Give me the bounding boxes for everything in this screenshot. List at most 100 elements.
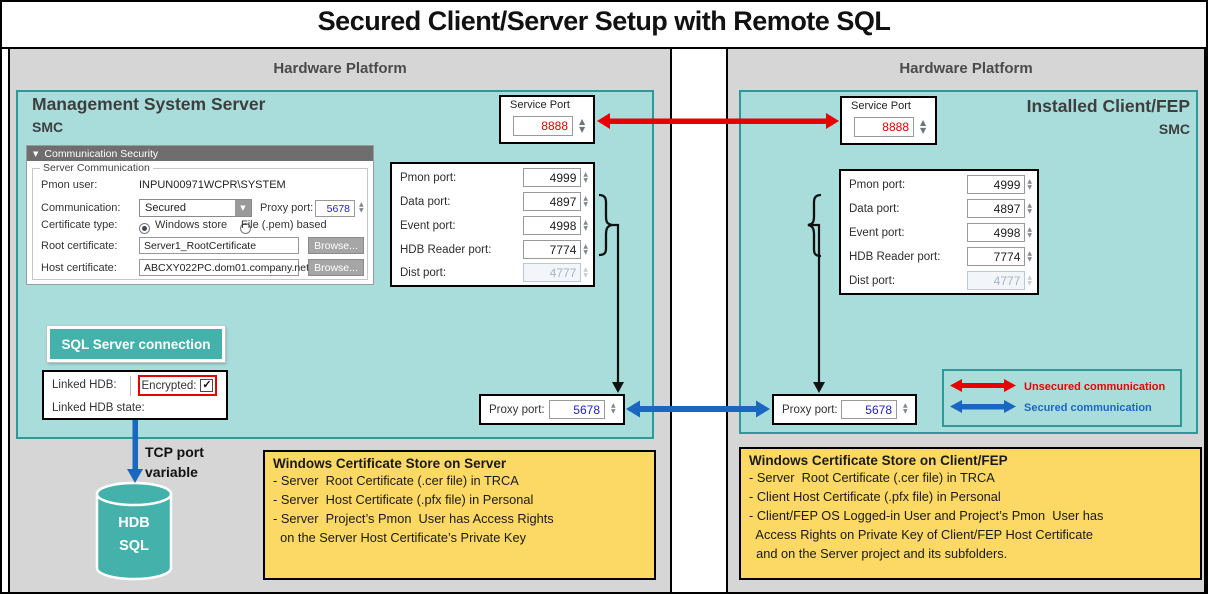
windows-store-radio[interactable] (139, 223, 150, 235)
host-certificate-label: Host certificate: (41, 262, 117, 274)
encrypted-checkbox[interactable]: ✓ (200, 379, 214, 392)
panel-header-label: Communication Security (44, 147, 159, 160)
port-value: 4999 (549, 170, 577, 185)
hdb-reader-port-input[interactable]: 7774 (967, 247, 1026, 266)
proxy-port-value: 5678 (326, 202, 350, 215)
cylinder-line2: SQL (119, 538, 149, 554)
cylinder-label: HDB SQL (95, 512, 173, 558)
port-label: Pmon port: (400, 171, 457, 184)
spinner[interactable]: ▲▼ (1027, 177, 1032, 191)
service-port-spinner[interactable]: ▲▼ (920, 118, 927, 135)
pmon-user-label: Pmon user: (41, 179, 98, 191)
spinner[interactable]: ▲▼ (583, 170, 588, 184)
pmon-port-input[interactable]: 4999 (967, 175, 1026, 194)
pmon-port-row: Pmon port: 4999 ▲▼ (400, 165, 588, 190)
data-port-input[interactable]: 4897 (967, 199, 1026, 218)
sql-server-connection-button[interactable]: SQL Server connection (46, 325, 226, 363)
left-ports-box: Pmon port: 4999 ▲▼ Data port: 4897 ▲▼ Ev… (390, 162, 595, 287)
client-fep-title: Installed Client/FEP (1026, 96, 1190, 116)
event-port-input[interactable]: 4998 (967, 223, 1026, 242)
spinner: ▲▼ (1027, 273, 1032, 287)
port-value: 4999 (993, 177, 1021, 192)
note-line: - Client/FEP OS Logged-in User and Proje… (749, 508, 1104, 523)
file-pem-radio[interactable] (240, 223, 252, 235)
port-value: 7774 (993, 249, 1021, 264)
proxy-port-input[interactable]: 5678 (315, 200, 355, 217)
spinner[interactable]: ▲▼ (583, 242, 588, 256)
tcp-port-note: TCP port variable (145, 442, 204, 482)
pmon-port-row: Pmon port: 4999 ▲▼ (849, 172, 1032, 197)
spinner[interactable]: ▲▼ (611, 402, 616, 415)
note-title: Windows Certificate Store on Client/FEP (749, 453, 1008, 468)
port-value: 4777 (993, 273, 1021, 288)
port-label: Dist port: (400, 266, 447, 279)
spinner: ▲▼ (583, 265, 588, 279)
dist-port-row: Dist port: 4777 ▲▼ (849, 268, 1032, 293)
root-browse-button[interactable]: Browse... (308, 237, 364, 254)
proxy-port-input[interactable]: 5678 (549, 400, 605, 419)
port-label: Event port: (400, 219, 456, 232)
left-platform-label: Hardware Platform (273, 60, 407, 77)
spinner[interactable]: ▲▼ (583, 218, 588, 232)
hdb-sql-database-cylinder: HDB SQL (95, 480, 173, 584)
pmon-port-input[interactable]: 4999 (523, 168, 582, 187)
dist-port-input: 4777 (967, 271, 1026, 290)
spinner[interactable]: ▲▼ (903, 402, 908, 415)
proxy-port-label: Proxy port: (489, 404, 545, 416)
left-service-port-box: Service Port 8888 ▲▼ (499, 95, 595, 144)
certificate-type-label: Certificate type: (41, 219, 118, 231)
tcp-note-line2: variable (145, 464, 198, 480)
proxy-port-input[interactable]: 5678 (841, 400, 897, 419)
communication-label: Communication: (41, 202, 121, 214)
proxy-port-value: 5678 (865, 402, 892, 417)
communication-dropdown[interactable]: Secured ▼ (139, 199, 252, 217)
proxy-spinner[interactable]: ▲▼ (359, 201, 364, 214)
proxy-port-label: Proxy port: (260, 202, 314, 214)
spinner[interactable]: ▲▼ (583, 194, 588, 208)
port-value: 4998 (549, 218, 577, 233)
panel-header[interactable]: ▼ Communication Security (27, 146, 373, 161)
service-port-spinner[interactable]: ▲▼ (579, 117, 586, 134)
dropdown-arrow-icon[interactable]: ▼ (235, 200, 251, 216)
hdb-reader-port-input[interactable]: 7774 (523, 240, 582, 259)
legend-box: Unsecured communication Secured communic… (942, 369, 1182, 427)
spinner[interactable]: ▲▼ (1027, 249, 1032, 263)
service-port-label: Service Port (510, 99, 570, 111)
port-value: 4897 (993, 201, 1021, 216)
service-port-input[interactable]: 8888 (513, 116, 573, 136)
encrypted-label: Encrypted: (141, 379, 197, 392)
spinner[interactable]: ▲▼ (1027, 225, 1032, 239)
right-proxy-port-box: Proxy port: 5678 ▲▼ (772, 394, 917, 425)
port-label: Data port: (400, 195, 451, 208)
event-port-input[interactable]: 4998 (523, 216, 582, 235)
note-line: - Server Host Certificate (.pfx file) in… (273, 492, 534, 507)
server-communication-group: Server Communication (32, 162, 368, 280)
spinner[interactable]: ▲▼ (1027, 201, 1032, 215)
right-service-port-box: Service Port 8888 ▲▼ (840, 96, 937, 145)
data-port-input[interactable]: 4897 (523, 192, 582, 211)
host-certificate-input[interactable]: ABCXY022PC.dom01.company.net (139, 259, 309, 276)
server-cert-store-note: Windows Certificate Store on Server - Se… (263, 450, 656, 580)
note-line: and on the Server project and its subfol… (749, 546, 1008, 561)
host-browse-button[interactable]: Browse... (308, 259, 364, 276)
service-port-label: Service Port (851, 100, 911, 112)
tcp-note-line1: TCP port (145, 444, 204, 460)
group-label: Server Communication (40, 162, 153, 174)
service-port-input[interactable]: 8888 (854, 117, 914, 137)
hdb-reader-port-row: HDB Reader port: 7774 ▲▼ (400, 237, 588, 262)
right-ports-box: Pmon port: 4999 ▲▼ Data port: 4897 ▲▼ Ev… (839, 169, 1039, 295)
cylinder-shape (95, 481, 173, 581)
root-certificate-input[interactable]: Server1_RootCertificate (139, 237, 299, 254)
browse-label: Browse... (314, 261, 358, 274)
right-platform-label: Hardware Platform (899, 60, 1033, 77)
management-server-subtitle: SMC (32, 119, 64, 135)
root-certificate-label: Root certificate: (41, 240, 118, 252)
proxy-port-label: Proxy port: (782, 404, 838, 416)
note-line: - Client Host Certificate (.pfx file) in… (749, 489, 1001, 504)
note-line: on the Server Host Certificate’s Private… (273, 530, 526, 545)
collapse-triangle-icon: ▼ (33, 149, 39, 158)
port-label: Event port: (849, 226, 905, 239)
port-label: Dist port: (849, 274, 896, 287)
browse-label: Browse... (314, 239, 358, 252)
